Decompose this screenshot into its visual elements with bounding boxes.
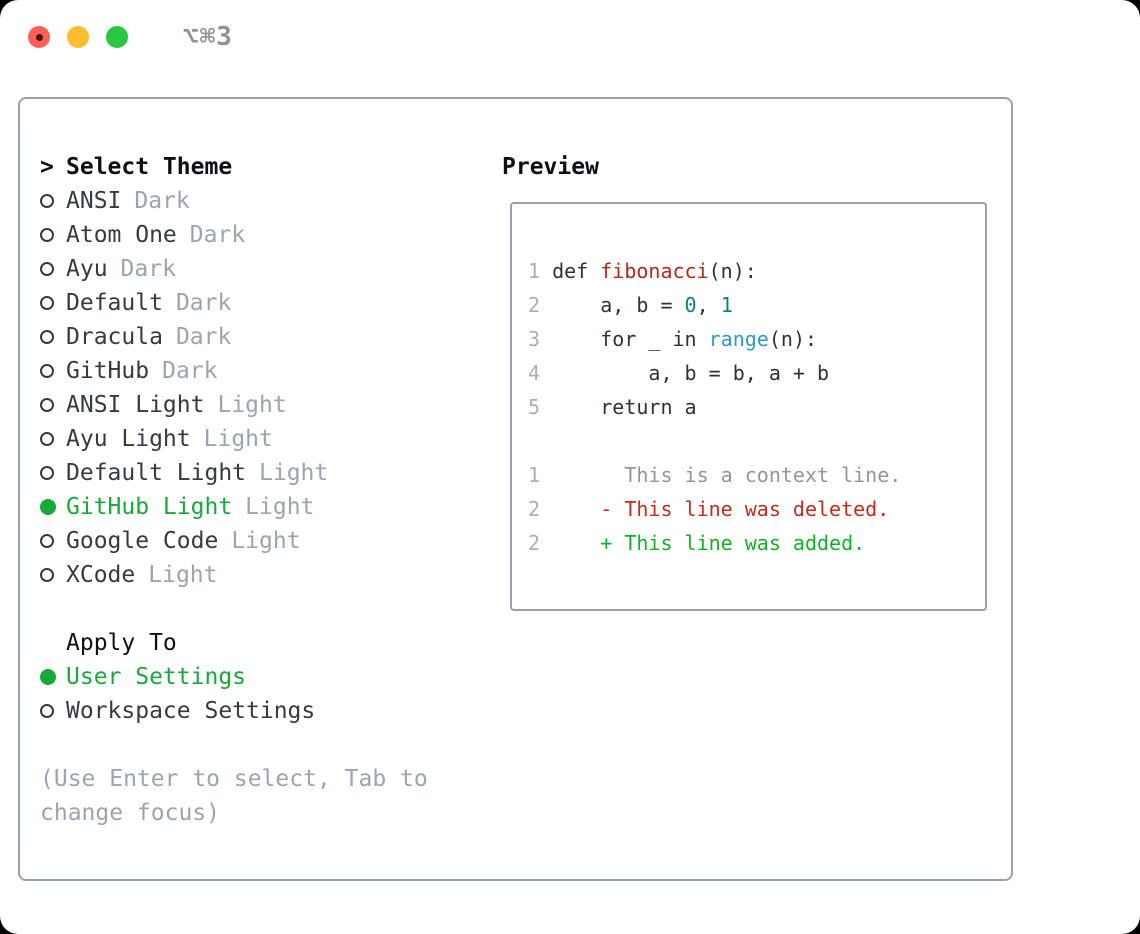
radio-selected-icon — [40, 499, 66, 515]
theme-name: GitHub — [66, 358, 150, 384]
theme-option-default-light[interactable]: Default Light Light — [40, 456, 470, 490]
theme-option-ayu-light[interactable]: Ayu Light Light — [40, 422, 470, 456]
radio-icon — [40, 364, 66, 378]
radio-icon — [40, 466, 66, 480]
prompt-caret-icon: > — [40, 154, 54, 180]
theme-option-dracula[interactable]: Dracula Dark — [40, 320, 470, 354]
radio-icon — [40, 296, 66, 310]
theme-option-ansi[interactable]: ANSI Dark — [40, 184, 470, 218]
select-theme-heading: > Select Theme — [40, 150, 470, 184]
theme-name: Dracula — [66, 324, 163, 350]
theme-variant: Light — [231, 528, 301, 554]
zoom-button[interactable] — [106, 26, 128, 48]
theme-option-default[interactable]: Default Dark — [40, 286, 470, 320]
theme-option-google-code[interactable]: Google Code Light — [40, 524, 470, 558]
preview-heading: Preview — [502, 154, 599, 180]
theme-name: Google Code — [66, 528, 219, 554]
code-line: 5 return a — [528, 395, 697, 419]
theme-option-xcode[interactable]: XCode Light — [40, 558, 470, 592]
radio-icon — [40, 398, 66, 412]
theme-option-github[interactable]: GitHub Dark — [40, 354, 470, 388]
theme-name: GitHub Light — [66, 494, 233, 520]
preview-box: 1 def fibonacci(n): 2 a, b = 0, 1 3 for _ … — [510, 202, 987, 611]
theme-variant: Light — [203, 426, 273, 452]
theme-name: ANSI — [66, 188, 122, 214]
select-theme-heading-label: Select Theme — [66, 154, 233, 180]
theme-name: Default — [66, 290, 163, 316]
theme-variant: Light — [259, 460, 329, 486]
titlebar: ⌥⌘3 — [28, 22, 233, 52]
theme-name: Default Light — [66, 460, 247, 486]
apply-option-label: User Settings — [66, 664, 247, 690]
theme-option-ayu[interactable]: Ayu Dark — [40, 252, 470, 286]
close-dot-icon — [35, 33, 43, 41]
theme-name: Ayu — [66, 256, 108, 282]
apply-option-user-settings[interactable]: User Settings — [40, 660, 470, 694]
theme-variant: Dark — [175, 290, 232, 316]
close-button[interactable] — [28, 26, 50, 48]
theme-variant: Dark — [162, 358, 218, 384]
theme-variant: Dark — [120, 256, 176, 282]
theme-name: Ayu Light — [66, 426, 191, 452]
radio-icon — [40, 262, 66, 276]
code-line: 3 for _ in range(n): — [528, 327, 818, 351]
theme-variant: Light — [148, 562, 218, 588]
code-line: 2 a, b = 0, 1 — [528, 293, 733, 317]
theme-option-github-light[interactable]: GitHub Light Light — [40, 490, 470, 524]
theme-variant: Dark — [175, 324, 232, 350]
apply-to-heading-label: Apply To — [66, 630, 177, 656]
radio-selected-icon — [40, 669, 66, 685]
theme-variant: Light — [217, 392, 287, 418]
theme-variant: Dark — [134, 188, 190, 214]
code-line — [528, 424, 985, 458]
radio-icon — [40, 228, 66, 242]
theme-name: XCode — [66, 562, 136, 588]
theme-option-atom-one[interactable]: Atom One Dark — [40, 218, 470, 252]
radio-icon — [40, 194, 66, 208]
code-preview: 1 def fibonacci(n): 2 a, b = 0, 1 3 for _ … — [512, 204, 985, 560]
code-line: 2 + This line was added. — [528, 531, 866, 555]
theme-name: Atom One — [66, 222, 177, 248]
theme-option-ansi-light[interactable]: ANSI Light Light — [40, 388, 470, 422]
code-line: 4 a, b = b, a + b — [528, 361, 830, 385]
minimize-button[interactable] — [67, 26, 89, 48]
theme-name: ANSI Light — [66, 392, 205, 418]
radio-icon — [40, 330, 66, 344]
code-line: 1 def fibonacci(n): — [528, 259, 757, 283]
radio-icon — [40, 704, 66, 718]
theme-variant: Dark — [189, 222, 246, 248]
code-line: 1 This is a context line. — [528, 463, 902, 487]
apply-to-heading: Apply To — [40, 626, 470, 660]
code-line: 2 - This line was deleted. — [528, 497, 890, 521]
theme-variant: Light — [245, 494, 315, 520]
apply-option-workspace-settings[interactable]: Workspace Settings — [40, 694, 470, 728]
apply-option-label: Workspace Settings — [66, 698, 316, 724]
radio-icon — [40, 568, 66, 582]
window-shortcut-label: ⌥⌘3 — [183, 22, 233, 52]
keyboard-hint: (Use Enter to select, Tab to change focu… — [40, 766, 428, 826]
radio-icon — [40, 432, 66, 446]
radio-icon — [40, 534, 66, 548]
